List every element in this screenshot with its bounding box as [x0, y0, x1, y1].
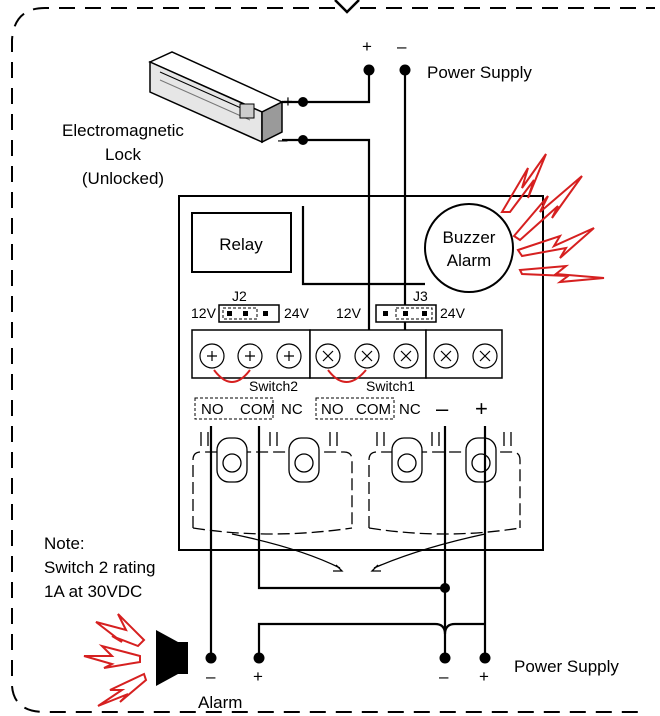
j2-jumper: [218, 304, 280, 323]
switch1-label: Switch1: [366, 378, 415, 394]
relay-box: [191, 212, 292, 273]
j2-label: J2: [232, 288, 247, 304]
lock-plus-sign: +: [283, 92, 293, 111]
switch2-label: Switch2: [249, 378, 298, 394]
bottom-supply-plus-sign: +: [479, 667, 489, 686]
alarm-sound-icon: [83, 613, 148, 707]
j3-jumper: [375, 304, 437, 323]
note-line3: 1A at 30VDC: [44, 582, 142, 601]
enclosure-border: [11, 7, 640, 713]
lock-label-line3: (Unlocked): [82, 169, 164, 188]
switch2-terminal-frame: [194, 397, 274, 420]
buzzer-label-line2: Alarm: [447, 251, 491, 270]
buzzer-label-line1: Buzzer: [443, 228, 496, 247]
power-supply-top-label: Power Supply: [427, 63, 532, 82]
wire-alarm-plus: [257, 622, 485, 656]
junction-dot: [440, 583, 450, 593]
switch1-jumper-arc: [327, 369, 367, 383]
j2-24v-label: 24V: [284, 305, 310, 321]
top-marker-icon: [334, 0, 360, 14]
power-minus-sign: –: [397, 37, 407, 56]
j3-24v-label: 24V: [440, 305, 466, 321]
cable-clamps: [192, 432, 521, 572]
switch1-terminal-frame: [315, 397, 395, 420]
terminal-minus: –: [436, 396, 449, 421]
lock-label-line2: Lock: [105, 145, 141, 164]
lock-minus-sign: –: [278, 130, 288, 149]
terminal-no-1: NO: [201, 401, 224, 418]
buzzer-alarm-icon: [424, 203, 514, 293]
buzzer-sound-icon: [500, 153, 605, 284]
bottom-supply-minus-sign: –: [439, 667, 449, 686]
terminal-plus: +: [475, 396, 488, 421]
switch2-jumper-arc: [213, 369, 251, 383]
terminal-screw-icons: [199, 343, 498, 369]
bottom-supply-terminal-plus: [479, 652, 491, 664]
lock-label-line1: Electromagnetic: [62, 121, 184, 140]
alarm-minus-sign: –: [206, 667, 216, 686]
wire-lock-plus-to-supply: [303, 70, 371, 104]
note-line2: Switch 2 rating: [44, 558, 156, 577]
controller-board: [178, 195, 544, 551]
board-trace: [301, 206, 425, 286]
j3-label: J3: [413, 288, 428, 304]
note-line1: Note:: [44, 534, 85, 553]
power-plus-sign: +: [362, 37, 372, 56]
terminal-nc-1: NC: [281, 401, 303, 418]
j3-12v-label: 12V: [336, 305, 362, 321]
wire-com-to-supply-minus: [257, 426, 445, 590]
alarm-terminal-plus: [253, 652, 265, 664]
power-supply-bottom-label: Power Supply: [514, 657, 619, 676]
terminal-com-1: COM: [240, 401, 275, 418]
j2-12v-label: 12V: [191, 305, 217, 321]
electromagnetic-lock-icon: [148, 51, 284, 144]
terminal-com-2: COM: [356, 401, 391, 418]
alarm-label: Alarm: [198, 693, 242, 712]
alarm-horn-icon: [156, 630, 188, 686]
bottom-supply-terminal-minus: [439, 652, 451, 664]
relay-label: Relay: [219, 235, 263, 254]
terminal-nc-2: NC: [399, 401, 421, 418]
alarm-plus-sign: +: [253, 667, 263, 686]
terminal-no-2: NO: [321, 401, 344, 418]
wire-lock-minus-to-switch1: [303, 138, 371, 338]
alarm-terminal-minus: [205, 652, 217, 664]
